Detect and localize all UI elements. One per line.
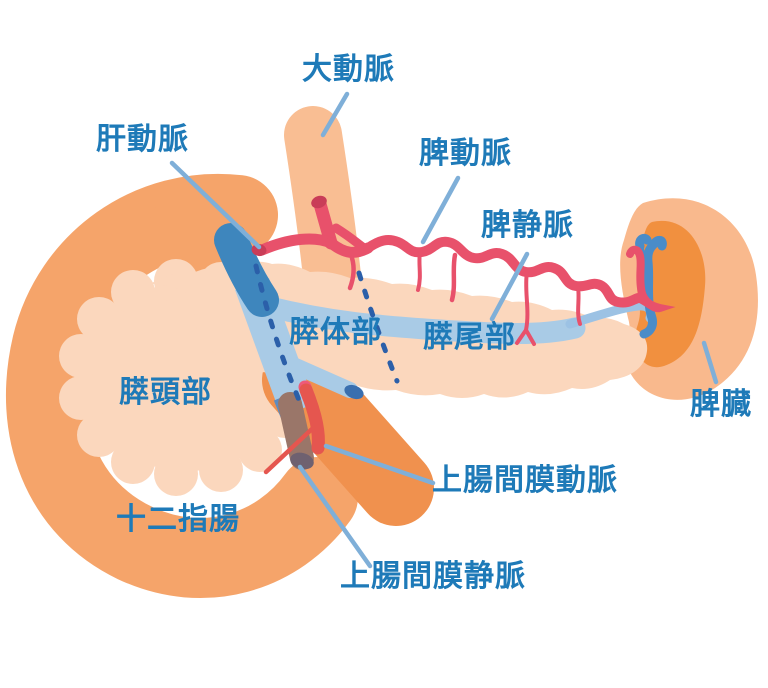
splenic-vein-shape bbox=[255, 295, 586, 344]
leader-line-sma bbox=[323, 443, 436, 486]
artery-twig bbox=[416, 250, 422, 292]
label-aorta: 大動脈 bbox=[302, 53, 395, 86]
smv-shape bbox=[278, 392, 314, 470]
smv-cap bbox=[290, 452, 314, 470]
portal-vein-shape bbox=[214, 223, 279, 317]
label-duodenum: 十二指腸 bbox=[116, 503, 240, 536]
label-pancreas-head: 膵頭部 bbox=[119, 376, 212, 409]
leader-line-smv bbox=[297, 464, 373, 569]
label-pancreas-body: 膵体部 bbox=[289, 316, 382, 349]
sma-shape bbox=[299, 383, 325, 455]
spleen-artery-branch bbox=[626, 245, 676, 313]
artery-twig bbox=[515, 270, 536, 346]
smv-tributary-cap bbox=[344, 384, 364, 400]
smv-tributary bbox=[274, 352, 358, 398]
artery-twig bbox=[449, 252, 458, 303]
celiac-cut-end bbox=[311, 195, 327, 209]
divider-body-tail-dotted bbox=[356, 270, 400, 384]
label-splenic-vein: 脾静脈 bbox=[481, 209, 574, 242]
hepatic-artery-cut-end bbox=[251, 243, 267, 257]
label-pancreas-tail: 膵尾部 bbox=[423, 321, 516, 354]
leader-line-spleen bbox=[701, 340, 719, 385]
leader-line-hepatic-artery bbox=[169, 160, 262, 250]
label-superior-mesenteric-vein: 上腸間膜静脈 bbox=[340, 560, 526, 593]
label-superior-mesenteric-artery: 上腸間膜動脈 bbox=[432, 464, 618, 497]
leader-line-splenic-artery bbox=[420, 175, 461, 245]
leader-line-splenic-vein bbox=[489, 251, 530, 322]
sma-branch bbox=[263, 425, 316, 475]
leader-line-aorta bbox=[320, 91, 350, 138]
label-hepatic-artery: 肝動脈 bbox=[96, 123, 189, 156]
label-spleen: 脾臓 bbox=[690, 388, 752, 421]
duodenum-shape bbox=[5, 173, 358, 598]
artery-twig bbox=[576, 285, 582, 326]
label-splenic-artery: 脾動脈 bbox=[419, 137, 512, 170]
artery-twig bbox=[347, 255, 356, 291]
